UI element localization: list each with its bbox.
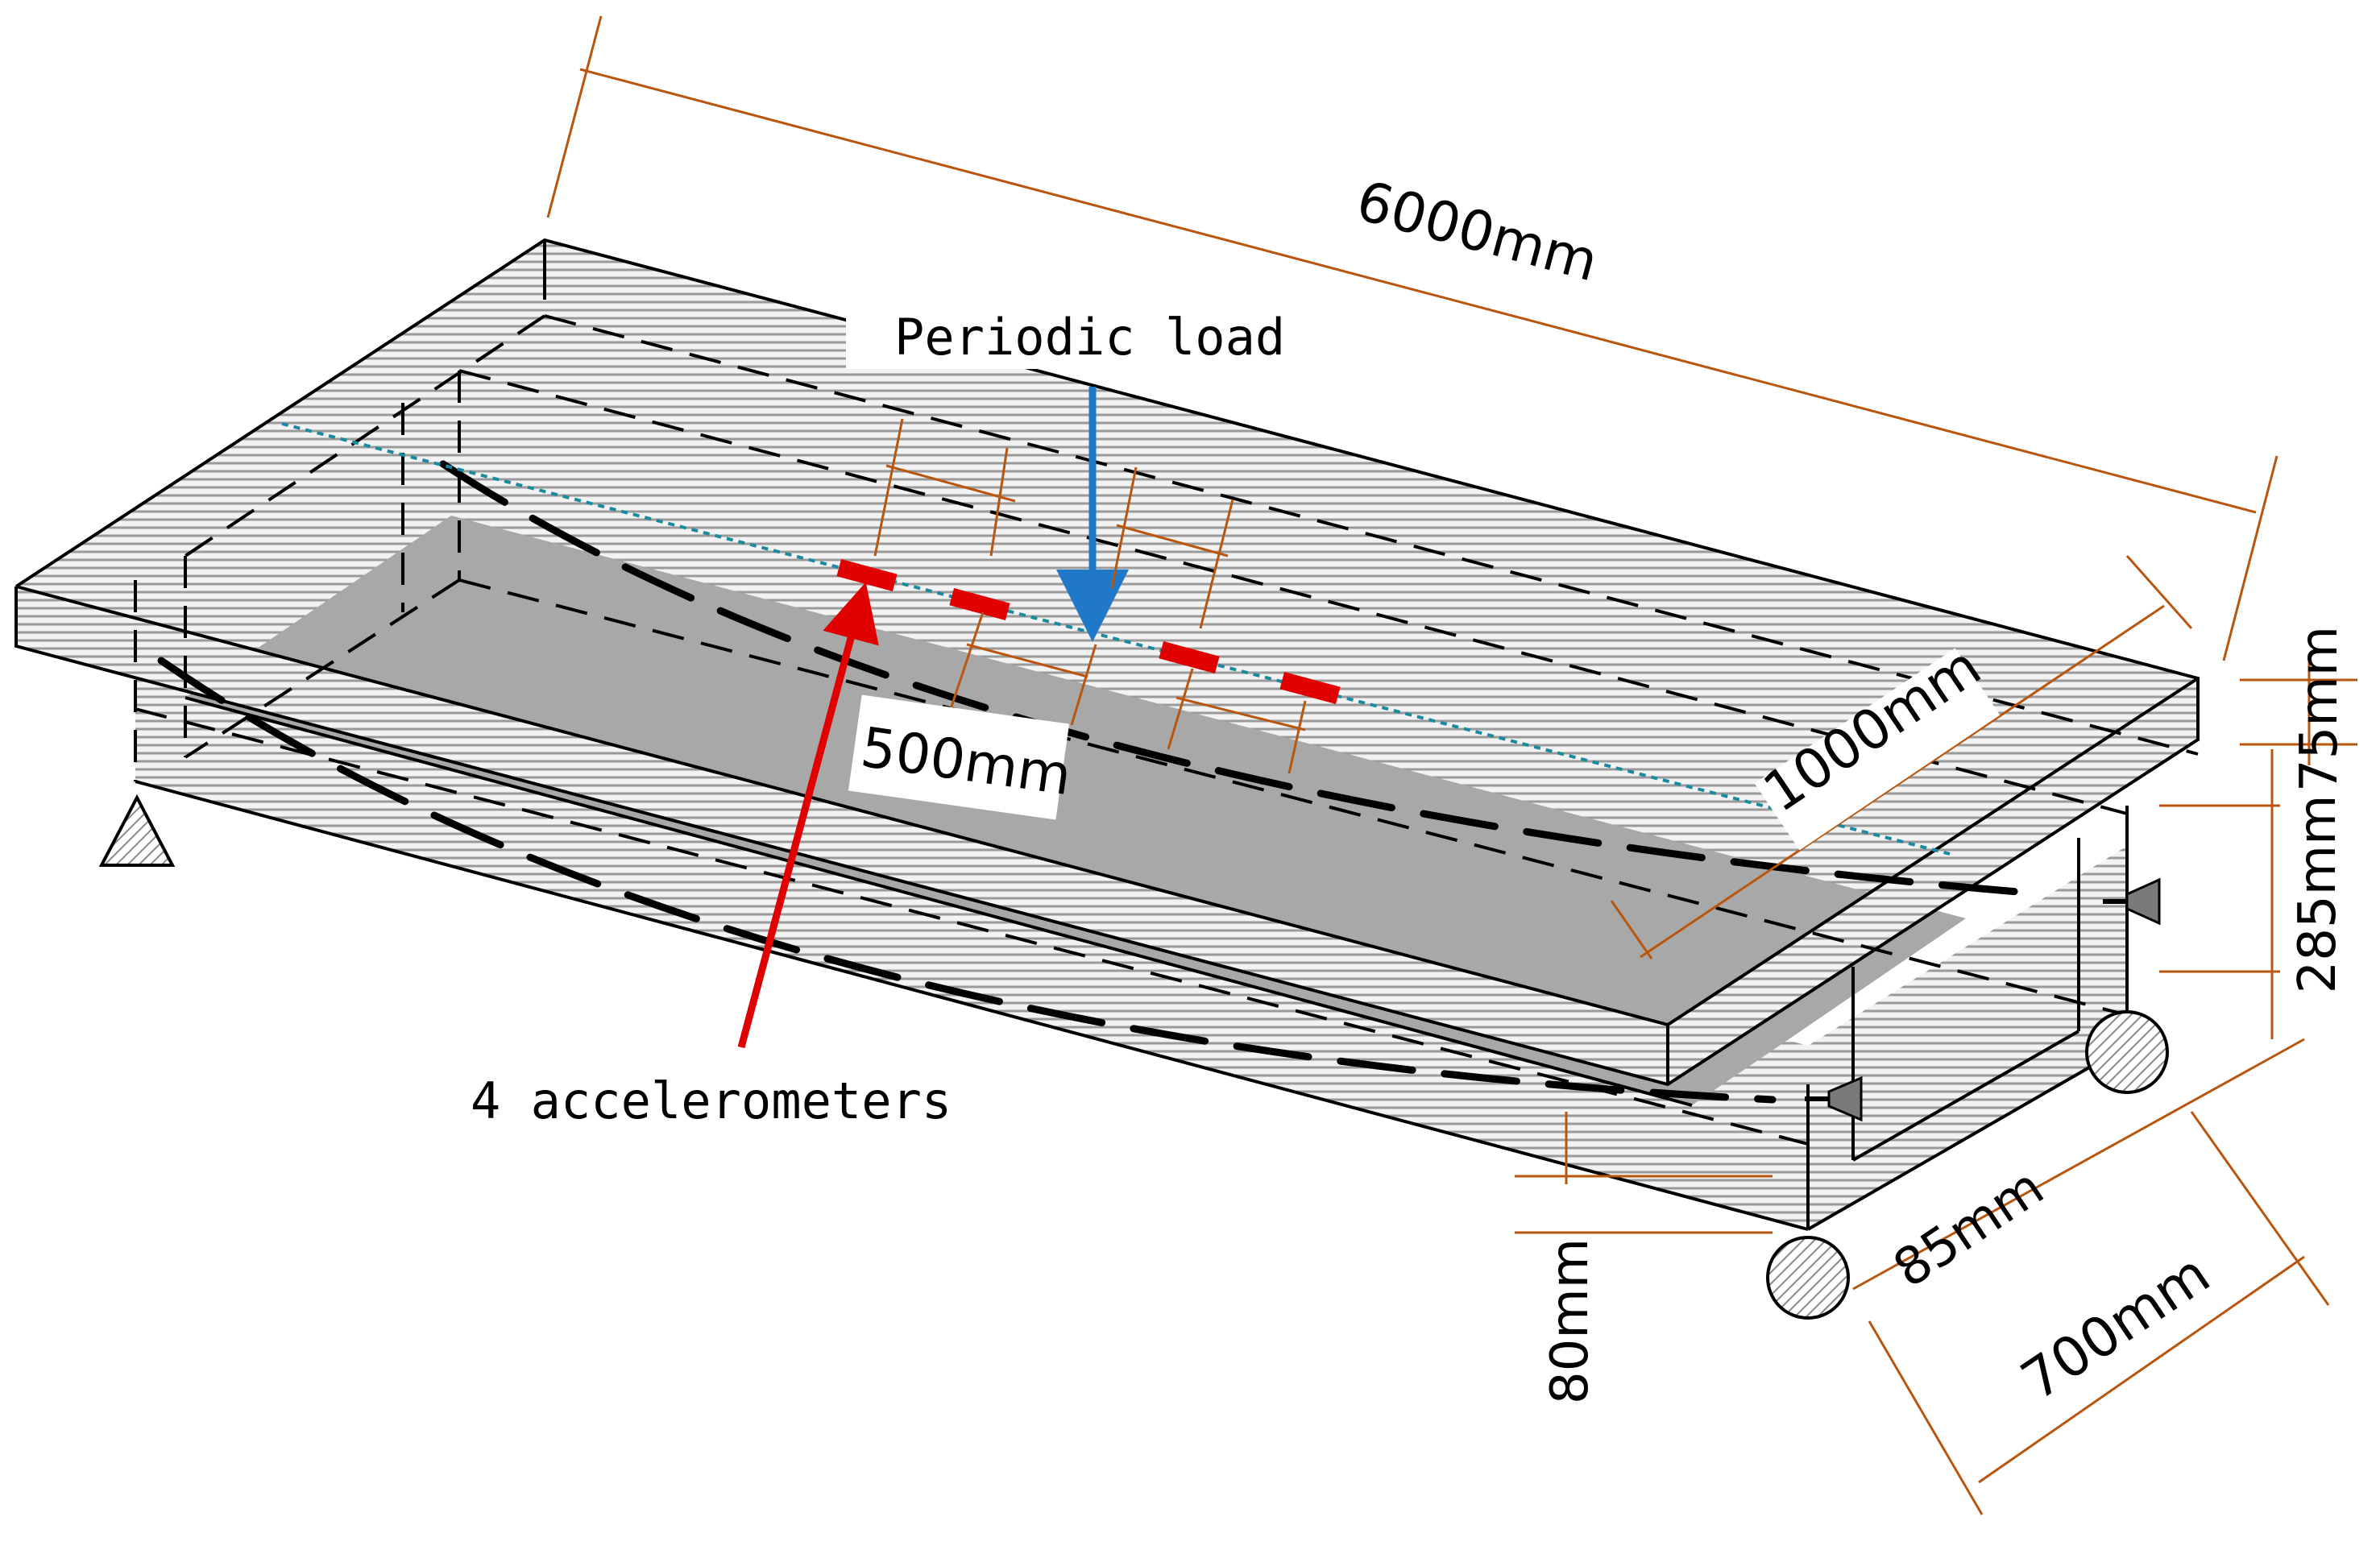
slab-inner-surface — [185, 516, 1966, 1105]
tendon-near — [157, 657, 1777, 1104]
dimension-lines — [546, 15, 2357, 1515]
roller-support-rear — [2085, 1010, 2169, 1094]
anchorage-rear — [2103, 877, 2161, 926]
slab-thickness-label: 75mm — [2290, 626, 2349, 792]
length-label: 6000mm — [1350, 169, 1605, 294]
load-label: Periodic load — [894, 308, 1285, 367]
slab-front-face — [16, 586, 1668, 1084]
roller-support-front — [1766, 1236, 1850, 1320]
sensor-arrow — [737, 582, 879, 1049]
sensors-label: 4 accelerometers — [471, 1071, 952, 1130]
pin-support — [98, 794, 176, 867]
accelerometer-1 — [836, 559, 898, 591]
width-label-bg — [1754, 648, 2001, 851]
web-width-label: 85mm — [1884, 1158, 2055, 1300]
accelerometer-4 — [1279, 672, 1341, 704]
load-label-bg — [846, 305, 1329, 369]
tendon-far — [439, 460, 2050, 898]
web-face-right — [1808, 846, 2127, 1229]
accelerometers — [836, 559, 1341, 704]
anchorage-front — [1805, 1075, 1863, 1122]
slab-outline — [15, 238, 2200, 1231]
web-height-label: 285mm — [2288, 795, 2348, 994]
accelerometer-2 — [949, 588, 1010, 620]
accelerometer-3 — [1159, 641, 1220, 673]
sensor-spacing-bg — [848, 694, 1070, 820]
slab-right-face — [1668, 678, 2198, 1084]
flange-offset-label: 80mm — [1540, 1238, 1600, 1404]
